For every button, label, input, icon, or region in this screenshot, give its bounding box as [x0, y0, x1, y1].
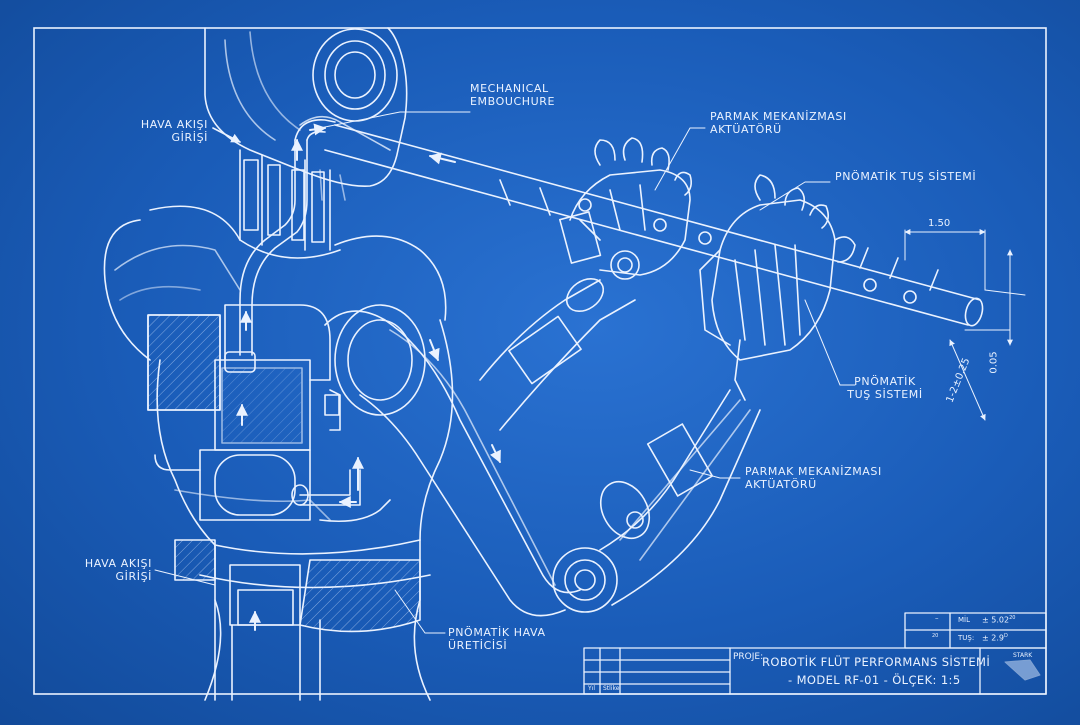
flute — [324, 124, 984, 327]
title-stamp: STARK — [1013, 652, 1033, 659]
label-air-generator-line1: PNÖMATİK HAVA — [448, 626, 546, 639]
title-mil-value: ± 5.0220 — [982, 615, 1015, 625]
robot-neck — [239, 149, 341, 259]
label-air-inlet-top: HAVA AKIŞI GİRİŞİ — [130, 118, 208, 144]
dimension-lines — [904, 229, 1026, 421]
drawing-frame — [33, 27, 1047, 695]
title-line-2: - MODEL RF-01 - ÖLÇEK: 1:5 — [788, 673, 961, 687]
label-air-generator-line2: ÜRETİCİSİ — [448, 639, 508, 652]
label-finger-actuator-mid-line2: AKTÜATÖRÜ — [745, 478, 817, 491]
label-finger-actuator-top-line2: AKTÜATÖRÜ — [710, 123, 782, 136]
title-tus-value-text: ± 2.9 — [982, 633, 1004, 643]
label-air-inlet-top-line2: GİRİŞİ — [171, 131, 208, 144]
robot-torso — [103, 205, 454, 701]
label-air-inlet-bottom-line1: HAVA AKIŞI — [84, 557, 152, 570]
robot-head — [204, 27, 408, 201]
label-pneumatic-keys-top-text: PNÖMATİK TUŞ SİSTEMİ — [835, 170, 977, 183]
label-air-inlet-bottom: HAVA AKIŞI GİRİŞİ — [70, 557, 152, 583]
title-block — [583, 612, 1047, 695]
label-pneumatic-keys-mid-line1: PNÖMATİK — [854, 375, 916, 388]
air-module — [147, 314, 341, 521]
leader-lines — [154, 111, 856, 634]
label-finger-actuator-top-line1: PARMAK MEKANİZMASI — [710, 110, 847, 123]
title-tus-mark: 20 — [932, 633, 939, 639]
upper-arm — [324, 310, 581, 617]
label-air-inlet-top-line1: HAVA AKIŞI — [140, 118, 208, 131]
label-pneumatic-keys-mid-line2: TUŞ SİSTEMİ — [847, 388, 923, 401]
shoulder-joint — [334, 304, 426, 416]
title-line-1: ROBOTİK FLÜT PERFORMANS SİSTEMİ — [762, 655, 991, 669]
title-col-scale: Stlike — [603, 685, 620, 692]
label-pneumatic-keys-top: PNÖMATİK TUŞ SİSTEMİ — [835, 170, 976, 183]
title-mil-value-sup: 20 — [1009, 615, 1016, 621]
dimension-offset: 0.05 — [988, 351, 1000, 374]
right-forearm — [599, 389, 761, 606]
dimension-width: 1.50 — [928, 218, 951, 229]
label-air-inlet-bottom-line2: GİRİŞİ — [115, 570, 152, 583]
label-embouchure: MECHANICAL EMBOUCHURE — [470, 82, 555, 108]
flow-arrows — [236, 123, 501, 631]
label-finger-actuator-mid-line1: PARMAK MEKANİZMASI — [745, 465, 882, 478]
left-hand — [559, 137, 692, 276]
elbow-joint — [552, 547, 618, 613]
title-tus-value-sup: D — [1003, 633, 1008, 639]
title-col-year: Yıl — [588, 685, 595, 692]
title-mil-value-text: ± 5.02 — [982, 615, 1010, 625]
title-tus-label: TUŞ: — [958, 634, 975, 642]
label-pneumatic-keys-mid: PNÖMATİK TUŞ SİSTEMİ — [840, 375, 930, 401]
title-project-label: PROJE: — [733, 652, 764, 662]
title-tus-value: ± 2.9D — [982, 633, 1008, 643]
title-mil-mark: – — [935, 614, 939, 622]
label-finger-actuator-mid: PARMAK MEKANİZMASI AKTÜATÖRÜ — [745, 465, 882, 491]
air-tubes — [154, 119, 391, 523]
label-finger-actuator-top: PARMAK MEKANİZMASI AKTÜATÖRÜ — [710, 110, 847, 136]
left-forearm — [479, 250, 640, 431]
label-embouchure-line2: EMBOUCHURE — [470, 95, 556, 108]
title-mil-label: MİL — [958, 616, 971, 624]
label-air-generator: PNÖMATİK HAVA ÜRETİCİSİ — [448, 626, 546, 652]
label-embouchure-line1: MECHANICAL — [470, 82, 549, 95]
right-hand — [699, 174, 856, 401]
